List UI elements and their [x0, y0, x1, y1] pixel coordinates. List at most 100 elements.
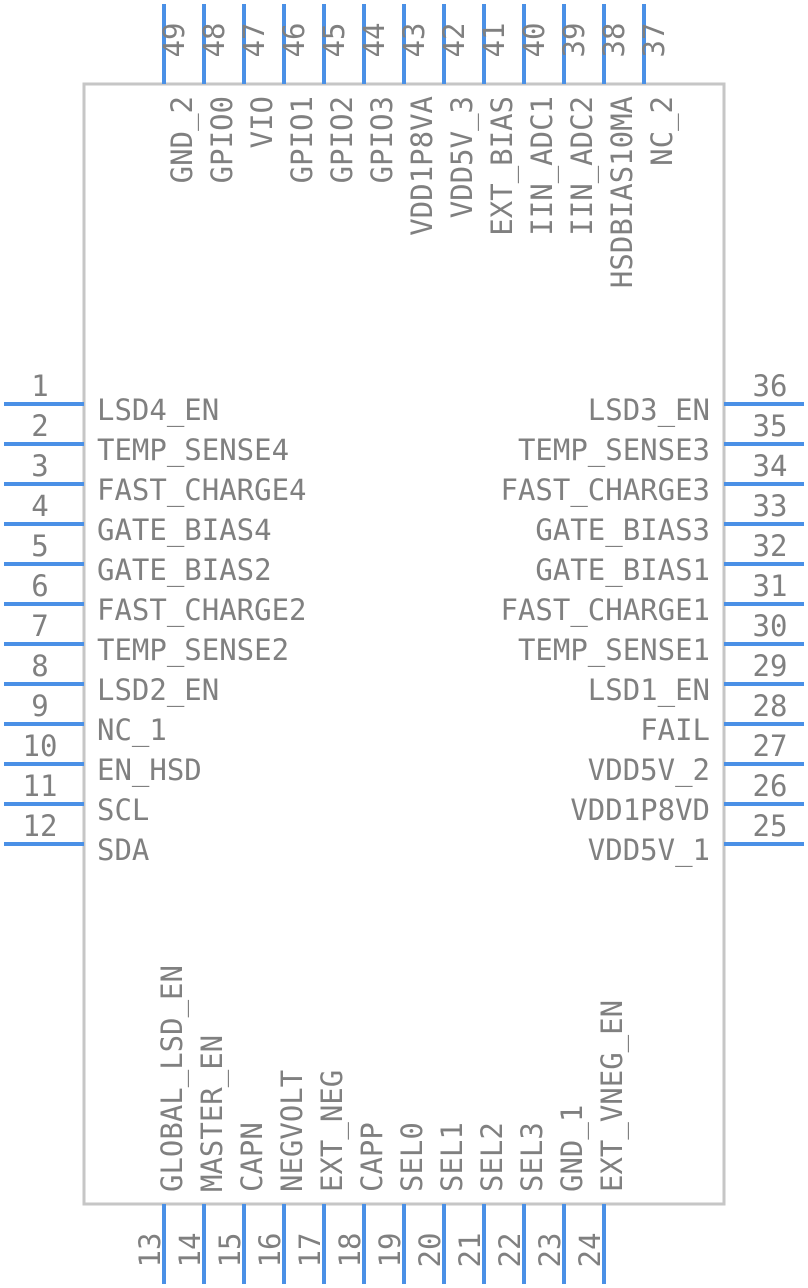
pin-number-8: 8: [31, 649, 48, 683]
pin-label-4: GATE_BIAS4: [97, 513, 272, 548]
pin-number-48: 48: [197, 23, 231, 58]
pin-label-22: SEL3: [515, 1122, 549, 1192]
pin-label-34: FAST_CHARGE3: [500, 473, 710, 508]
pin-label-40: IIN_ADC1: [525, 96, 560, 236]
pin-label-33: GATE_BIAS3: [535, 513, 710, 548]
pin-number-15: 15: [213, 1233, 247, 1268]
pin-number-20: 20: [413, 1233, 447, 1268]
pin-number-33: 33: [753, 489, 788, 523]
pin-number-38: 38: [597, 23, 631, 58]
pin-number-7: 7: [31, 609, 48, 643]
pin-label-30: TEMP_SENSE1: [518, 633, 710, 668]
pin-number-21: 21: [453, 1233, 487, 1268]
pin-label-38: HSDBIAS10MA: [605, 96, 639, 288]
pin-number-13: 13: [133, 1233, 167, 1268]
pin-label-45: GPIO2: [325, 96, 359, 183]
pin-label-26: VDD1P8VD: [570, 793, 710, 827]
pin-number-4: 4: [31, 489, 48, 523]
pin-label-24: EXT_VNEG_EN: [595, 1000, 630, 1192]
pin-number-39: 39: [557, 23, 591, 58]
pin-label-11: SCL: [97, 793, 149, 827]
pin-label-8: LSD2_EN: [97, 673, 219, 708]
pin-label-41: EXT_BIAS: [485, 96, 520, 236]
pin-number-34: 34: [753, 449, 788, 483]
pin-number-26: 26: [753, 769, 788, 803]
pin-label-20: SEL1: [435, 1122, 469, 1192]
pin-number-14: 14: [173, 1233, 207, 1268]
pin-number-43: 43: [397, 23, 431, 58]
pin-label-7: TEMP_SENSE2: [97, 633, 289, 668]
pin-label-6: FAST_CHARGE2: [97, 593, 307, 628]
pins-bottom-group: 13 GLOBAL_LSD_EN 14 MASTER_EN 15 CAPN 16 NEGVOL…: [133, 965, 630, 1284]
pin-number-3: 3: [31, 449, 48, 483]
pin-number-41: 41: [477, 23, 511, 58]
pin-label-25: VDD5V_1: [588, 833, 710, 868]
pin-label-36: LSD3_EN: [588, 393, 710, 428]
pin-number-2: 2: [31, 409, 48, 443]
pin-number-5: 5: [31, 529, 48, 563]
pin-label-46: GPIO1: [285, 96, 319, 183]
pin-label-47: VIO: [245, 96, 279, 148]
pin-label-21: SEL2: [475, 1122, 509, 1192]
pin-number-37: 37: [637, 23, 671, 58]
pin-number-12: 12: [23, 809, 58, 843]
pins-top-group: 49GND_248GPIO047VIO46GPIO145GPIO244GPIO3…: [157, 4, 680, 288]
pin-number-11: 11: [23, 769, 58, 803]
pin-number-35: 35: [753, 409, 788, 443]
pin-label-28: FAIL: [640, 713, 710, 747]
pin-number-22: 22: [493, 1233, 527, 1268]
pin-label-3: FAST_CHARGE4: [97, 473, 307, 508]
pin-number-47: 47: [237, 23, 271, 58]
pin-number-1: 1: [31, 369, 48, 403]
pin-number-46: 46: [277, 23, 311, 58]
pin-number-25: 25: [753, 809, 788, 843]
pin-number-9: 9: [31, 689, 48, 723]
pin-number-17: 17: [293, 1233, 327, 1268]
pin-number-18: 18: [333, 1233, 367, 1268]
pin-number-40: 40: [517, 23, 551, 58]
pin-number-42: 42: [437, 23, 471, 58]
pin-number-31: 31: [753, 569, 788, 603]
pin-label-42: VDD5V_3: [445, 96, 480, 218]
pin-label-43: VDD1P8VA: [405, 96, 439, 236]
pin-number-32: 32: [753, 529, 788, 563]
pin-number-10: 10: [23, 729, 58, 763]
pin-label-1: LSD4_EN: [97, 393, 219, 428]
pin-label-12: SDA: [97, 833, 149, 867]
pin-label-39: IIN_ADC2: [565, 96, 600, 236]
pin-number-6: 6: [31, 569, 48, 603]
pin-label-37: NC_2: [645, 96, 680, 166]
pin-label-10: EN_HSD: [97, 753, 202, 788]
pin-number-30: 30: [753, 609, 788, 643]
pin-number-28: 28: [753, 689, 788, 723]
pin-label-32: GATE_BIAS1: [535, 553, 710, 588]
pin-label-5: GATE_BIAS2: [97, 553, 272, 588]
pin-label-31: FAST_CHARGE1: [500, 593, 710, 628]
pin-label-49: GND_2: [165, 96, 200, 183]
pin-number-49: 49: [157, 23, 191, 58]
pin-number-23: 23: [533, 1233, 567, 1268]
pin-number-16: 16: [253, 1233, 287, 1268]
pin-label-19: SEL0: [395, 1122, 429, 1192]
pin-label-23: GND_1: [555, 1105, 590, 1192]
pin-number-24: 24: [573, 1233, 607, 1268]
pin-label-27: VDD5V_2: [588, 753, 710, 788]
pin-label-17: EXT_NEG: [315, 1070, 350, 1192]
pin-number-27: 27: [753, 729, 788, 763]
pin-label-35: TEMP_SENSE3: [518, 433, 710, 468]
ic-body-outline: [82, 82, 726, 1206]
pin-number-19: 19: [373, 1233, 407, 1268]
pin-number-45: 45: [317, 23, 351, 58]
pin-label-14: MASTER_EN: [195, 1035, 230, 1192]
pin-label-18: CAPP: [355, 1122, 389, 1192]
pin-label-15: CAPN: [235, 1122, 269, 1192]
pin-number-44: 44: [357, 23, 391, 58]
pin-label-13: GLOBAL_LSD_EN: [155, 965, 190, 1192]
pin-label-9: NC_1: [97, 713, 167, 748]
pin-number-29: 29: [753, 649, 788, 683]
pin-label-16: NEGVOLT: [275, 1070, 309, 1192]
pin-label-2: TEMP_SENSE4: [97, 433, 289, 468]
